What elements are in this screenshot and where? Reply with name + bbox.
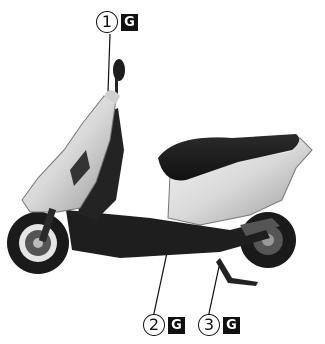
callout-2: 2 G bbox=[143, 314, 185, 336]
leader-line-1 bbox=[108, 34, 110, 92]
front-wheel bbox=[7, 212, 69, 274]
callout-number: 1 bbox=[96, 11, 118, 33]
callout-number: 2 bbox=[143, 314, 165, 336]
g-badge: G bbox=[223, 317, 240, 334]
leader-line-3 bbox=[208, 262, 220, 318]
g-badge: G bbox=[121, 14, 138, 31]
callout-3: 3 G bbox=[198, 314, 240, 336]
callout-1: 1 G bbox=[96, 11, 138, 33]
callout-number: 3 bbox=[198, 314, 220, 336]
leader-line-2 bbox=[153, 248, 168, 318]
g-badge: G bbox=[168, 317, 185, 334]
mirror bbox=[113, 59, 125, 81]
